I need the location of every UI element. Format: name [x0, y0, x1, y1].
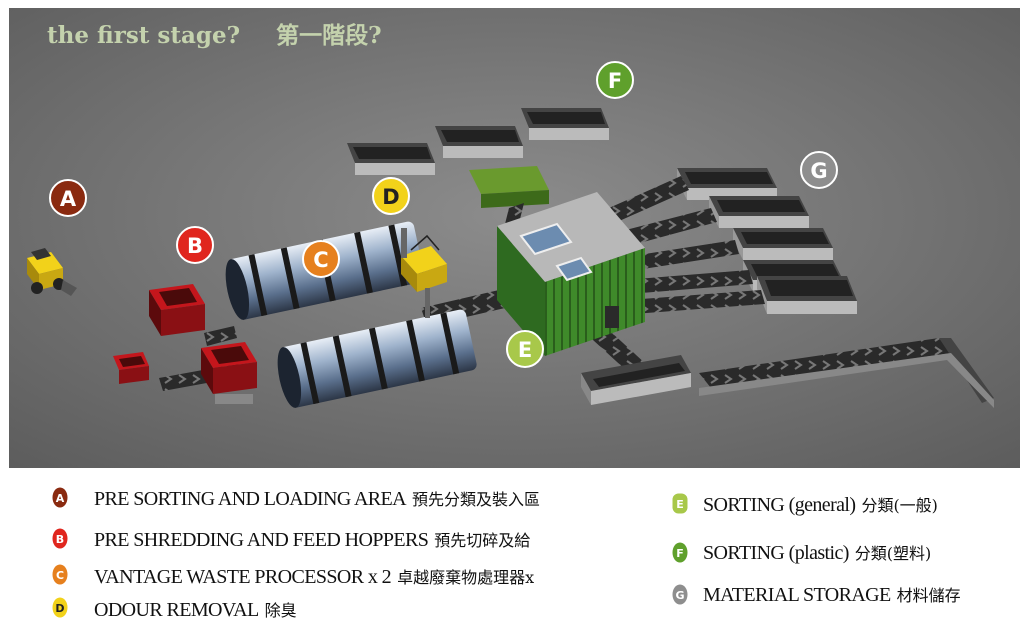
marker-d-letter: D — [382, 185, 399, 209]
front-loader — [27, 248, 77, 296]
title-zh: 第一階段? — [276, 22, 381, 49]
legend-badge-d: D — [52, 597, 68, 618]
svg-text:E: E — [676, 498, 684, 511]
svg-text:A: A — [56, 492, 65, 505]
legend-badge-c: C — [52, 564, 68, 585]
marker-f: F — [596, 61, 634, 99]
legend-b-zh: 預先切碎及給 — [434, 531, 531, 550]
page-title: the first stage? 第一階段? — [47, 22, 382, 49]
legend-e-zh: 分類(一般) — [861, 496, 938, 515]
odour-unit — [401, 228, 447, 318]
legend-d-en: ODOUR REMOVAL — [94, 599, 259, 621]
legend-g-en: MATERIAL STORAGE — [703, 584, 891, 606]
svg-text:G: G — [675, 589, 684, 602]
plant-illustration: the first stage? 第一階段? — [9, 8, 1020, 468]
marker-c-letter: C — [313, 248, 328, 272]
svg-text:C: C — [56, 569, 64, 582]
svg-text:B: B — [56, 533, 64, 546]
legend-badge-b: B — [52, 528, 68, 549]
legend-f-zh: 分類(塑料) — [854, 544, 932, 563]
legend-badge-g: G — [672, 584, 688, 605]
legend-a-en: PRE SORTING AND LOADING AREA — [94, 488, 407, 510]
legend-f-en: SORTING (plastic) — [703, 542, 849, 564]
marker-c: C — [302, 240, 340, 278]
marker-a-letter: A — [60, 187, 77, 211]
legend-item-c: VANTAGE WASTE PROCESSOR x 2 卓越廢棄物處理器x — [94, 564, 534, 589]
legend-g-zh: 材料儲存 — [896, 586, 961, 605]
legend-item-e: SORTING (general) 分類(一般) — [703, 492, 938, 517]
marker-b-letter: B — [187, 234, 203, 258]
marker-b: B — [176, 226, 214, 264]
marker-e: E — [506, 330, 544, 368]
bottom-bin — [581, 355, 691, 405]
legend-c-zh: 卓越廢棄物處理器x — [397, 568, 535, 587]
legend-item-f: SORTING (plastic) 分類(塑料) — [703, 540, 931, 565]
marker-e-letter: E — [518, 338, 532, 362]
legend-d-zh: 除臭 — [264, 601, 297, 620]
plastic-bins — [347, 108, 609, 208]
marker-d: D — [372, 177, 410, 215]
legend-item-b: PRE SHREDDING AND FEED HOPPERS 預先切碎及給 — [94, 527, 530, 552]
sorting-building — [497, 192, 645, 356]
legend-item-g: MATERIAL STORAGE 材料儲存 — [703, 582, 961, 607]
legend-badge-e: E — [672, 493, 688, 514]
svg-text:D: D — [55, 602, 64, 615]
legend-item-d: ODOUR REMOVAL 除臭 — [94, 597, 297, 622]
legend-badge-a: A — [52, 487, 68, 508]
svg-text:F: F — [676, 547, 684, 560]
title-en: the first stage? — [47, 22, 240, 49]
marker-g: G — [800, 151, 838, 189]
marker-a: A — [49, 179, 87, 217]
legend-a-zh: 預先分類及裝入區 — [412, 490, 541, 509]
marker-f-letter: F — [608, 69, 622, 93]
legend-badge-f: F — [672, 542, 688, 563]
legend-b-en: PRE SHREDDING AND FEED HOPPERS — [94, 529, 429, 551]
marker-g-letter: G — [810, 159, 827, 183]
legend-c-en: VANTAGE WASTE PROCESSOR x 2 — [94, 566, 392, 588]
legend-e-en: SORTING (general) — [703, 494, 856, 516]
feed-hoppers — [113, 284, 257, 404]
legend-item-a: PRE SORTING AND LOADING AREA 預先分類及裝入區 — [94, 486, 540, 511]
